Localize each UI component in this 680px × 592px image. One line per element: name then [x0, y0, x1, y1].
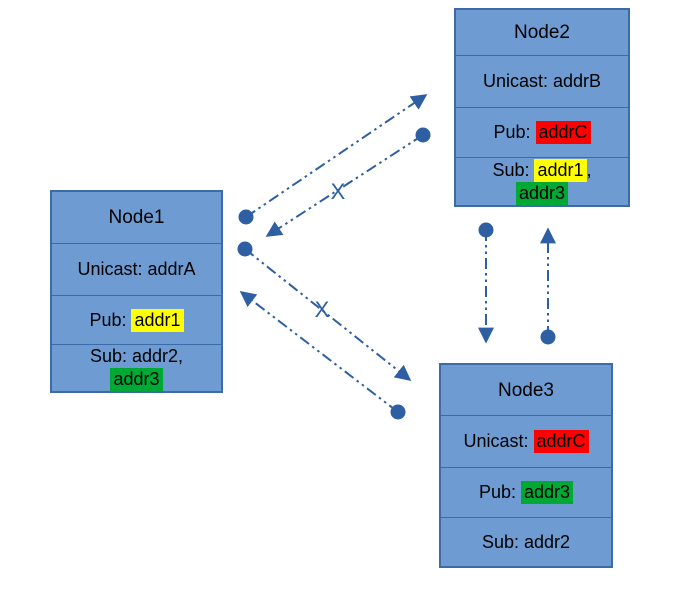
node2-unicast-row: Unicast: addrB	[456, 55, 628, 107]
node2-unicast-text: Unicast: addrB	[482, 71, 602, 91]
node3-sub-text: Sub: addr2	[481, 531, 571, 552]
node1-unicast-text: Unicast: addrA	[77, 259, 196, 279]
node3-unicast-label: Unicast:	[463, 431, 534, 451]
node1-sub-row: Sub: addr2, addr3	[52, 344, 221, 391]
node2-title: Node2	[514, 22, 570, 43]
origin-dot-node3-left	[390, 404, 406, 420]
node1-box: Node1 Unicast: addrA Pub: addr1 Sub: add…	[50, 190, 223, 393]
node2-pub-value-highlight: addrC	[535, 121, 591, 144]
node2-sub-row: Sub: addr1, addr3	[456, 157, 628, 205]
origin-dot-node1-upper	[238, 209, 254, 225]
node2-pub-row: Pub: addrC	[456, 107, 628, 157]
origin-dot-node2-bottom	[478, 222, 494, 238]
x-mark-node1-node2: X	[330, 179, 346, 204]
node1-pub-row: Pub: addr1	[52, 295, 221, 344]
node3-pub-value-highlight: addr3	[520, 481, 574, 504]
arrow-node1-to-node3	[244, 248, 412, 381]
node3-unicast-value-highlight: addrC	[533, 430, 589, 453]
origin-dot-node3-top	[540, 329, 556, 345]
origin-dot-node1-lower	[237, 241, 253, 257]
node2-box: Node2 Unicast: addrB Pub: addrC Sub: add…	[454, 8, 630, 207]
arrow-node2-to-node1	[265, 134, 424, 237]
node1-unicast-row: Unicast: addrA	[52, 243, 221, 295]
node3-pub-label: Pub:	[478, 482, 521, 502]
node3-box: Node3 Unicast: addrC Pub: addr3 Sub: add…	[439, 363, 613, 568]
node2-sub-separator: ,	[586, 159, 592, 180]
node1-pub-value-highlight: addr1	[131, 308, 184, 332]
node2-sub-label: Sub:	[492, 159, 535, 180]
node2-pub-label: Pub:	[493, 122, 536, 142]
node3-title: Node3	[498, 379, 554, 401]
arrow-node3-to-node1	[239, 291, 399, 413]
node2-sub-value1-highlight: addr1	[534, 158, 587, 182]
origin-dot-node2-left	[415, 127, 431, 143]
node3-pub-row: Pub: addr3	[441, 467, 611, 517]
node3-unicast-row: Unicast: addrC	[441, 415, 611, 467]
node1-title: Node1	[108, 207, 165, 228]
node1-sub-value-highlight: addr3	[110, 368, 163, 391]
x-mark-node1-node3: X	[314, 297, 330, 322]
node1-sub-line1: Sub: addr2,	[89, 346, 184, 366]
arrow-node1-to-node2	[245, 94, 428, 218]
node3-sub-row: Sub: addr2	[441, 517, 611, 566]
node2-sub-value2-highlight: addr3	[515, 181, 569, 205]
node1-pub-label: Pub:	[89, 309, 132, 330]
